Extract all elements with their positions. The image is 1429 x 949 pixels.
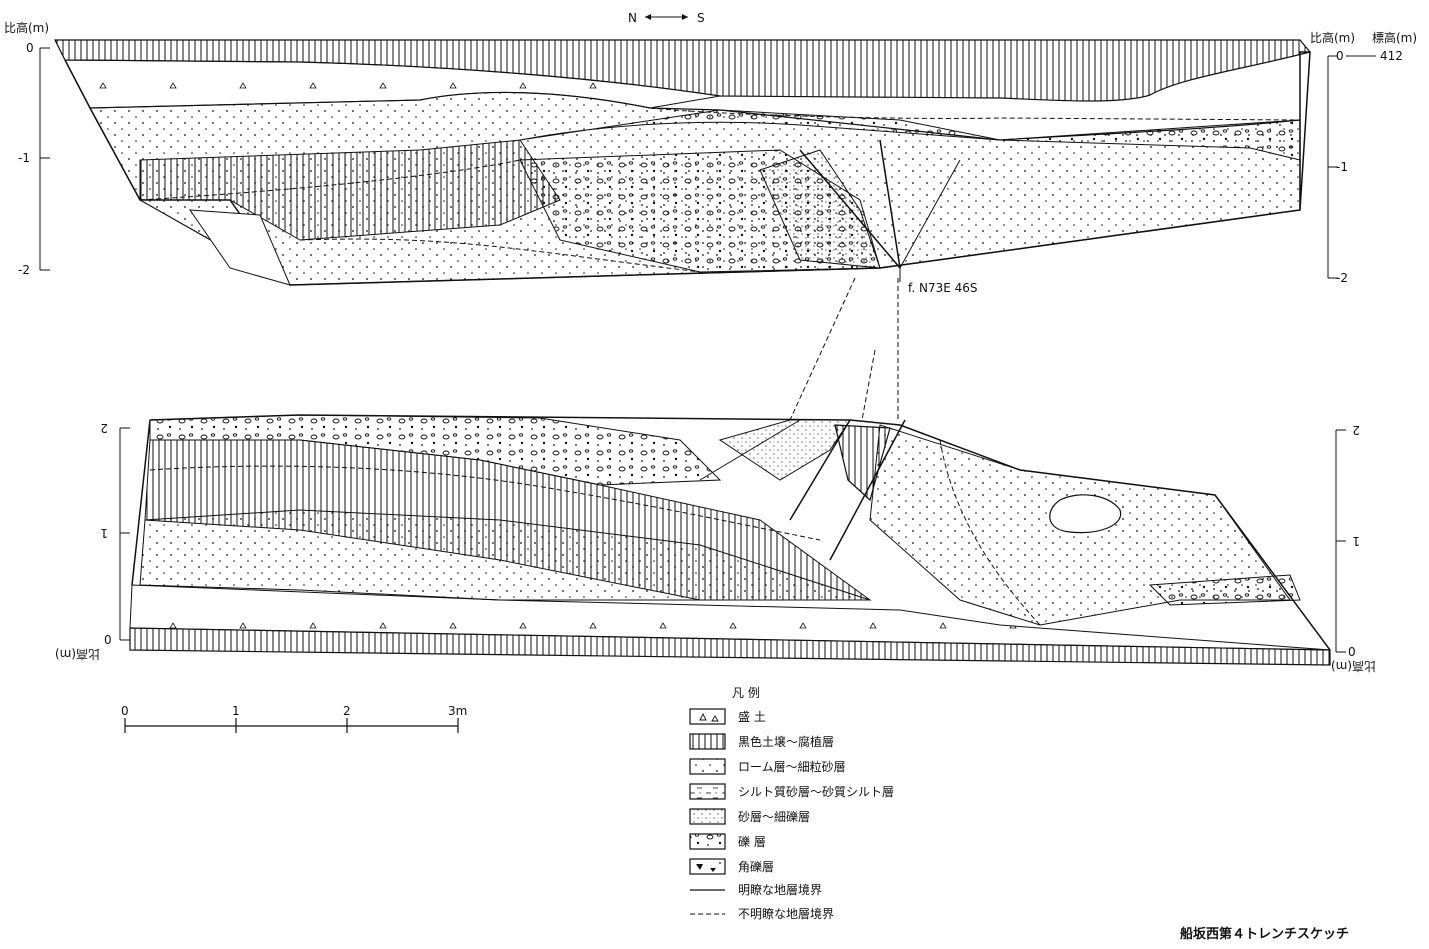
fill-soil-lens bbox=[1049, 494, 1122, 534]
left-axis-title: 比高(m) bbox=[4, 20, 49, 35]
elevation-value: 412 bbox=[1380, 49, 1403, 63]
legend-label: シルト質砂層～砂質シルト層 bbox=[738, 784, 894, 799]
right-axis-title: 比高(m) bbox=[1331, 659, 1376, 674]
correlation-line bbox=[861, 349, 876, 421]
axis-tick-label: -1 bbox=[18, 151, 30, 165]
correlation-line bbox=[789, 277, 856, 421]
figure-title: 船坂西第４トレンチスケッチ bbox=[1180, 926, 1349, 942]
legend-label: 礫 層 bbox=[738, 834, 766, 849]
legend-label: 黒色土壌～腐植層 bbox=[738, 734, 834, 749]
axis-tick-label: -2 bbox=[1336, 271, 1348, 285]
legend-title: 凡 例 bbox=[732, 686, 760, 700]
fill-soil-lens bbox=[188, 209, 291, 286]
right-axis-title: 比高(m) bbox=[1310, 30, 1355, 45]
legend-swatch-silty-sand bbox=[689, 783, 726, 800]
axis-tick-label: 1 bbox=[1352, 534, 1360, 548]
indistinct-boundary bbox=[139, 159, 521, 201]
legend-swatch-angular-gravel bbox=[689, 858, 726, 875]
fault-line bbox=[789, 419, 851, 521]
fault-label: f. N73E 46S bbox=[908, 281, 978, 295]
legend-label: ローム層～細粒砂層 bbox=[738, 759, 846, 774]
legend-label: 明瞭な地層境界 bbox=[738, 882, 822, 897]
legend-label: 角礫層 bbox=[738, 859, 774, 874]
legend-swatch-loam bbox=[689, 758, 726, 775]
elevation-axis-title: 標高(m) bbox=[1372, 30, 1417, 45]
legend-swatch-sand bbox=[689, 808, 726, 825]
axis-tick-label: -1 bbox=[1336, 160, 1348, 174]
legend: 凡 例 盛 土 黒色土壌～腐植層 ローム層～細粒砂層 シルト質砂層～砂質シルト層… bbox=[689, 686, 894, 921]
fault-line bbox=[699, 419, 801, 481]
axis-tick-label: -2 bbox=[18, 263, 30, 277]
buried-humus-layer bbox=[139, 139, 561, 241]
legend-swatch-gravel bbox=[689, 833, 726, 850]
indistinct-boundary bbox=[939, 439, 1041, 626]
fault-line bbox=[799, 149, 901, 269]
gravel-layer-upper bbox=[519, 109, 1301, 161]
lower-trench-section: 2 1 0 比高(m) 2 1 0 比高(m) bbox=[55, 414, 1376, 674]
fault-line bbox=[829, 419, 906, 561]
axis-tick-label: 0 bbox=[1348, 645, 1356, 659]
sand-wedge bbox=[759, 149, 881, 269]
scale-tick-label: 0 bbox=[121, 704, 129, 718]
axis-tick-label: 2 bbox=[1352, 423, 1360, 437]
arrow-right-icon bbox=[682, 14, 688, 20]
scale-tick-label: 3m bbox=[448, 704, 467, 718]
axis-tick-label: 1 bbox=[100, 526, 108, 540]
fault-line bbox=[899, 159, 961, 269]
legend-label: 不明瞭な地層境界 bbox=[738, 906, 834, 921]
legend-swatch-black-soil bbox=[689, 733, 726, 750]
fault-line bbox=[879, 139, 901, 269]
hatched-block bbox=[834, 424, 891, 502]
legend-swatch-fill-soil bbox=[689, 708, 726, 725]
compass-south-label: S bbox=[697, 11, 705, 25]
compass: N S bbox=[628, 11, 705, 25]
indistinct-boundary bbox=[299, 238, 701, 273]
indistinct-boundary bbox=[649, 107, 1301, 121]
arrow-left-icon bbox=[645, 14, 651, 20]
left-axis-title: 比高(m) bbox=[55, 647, 100, 662]
axis-tick-label: 0 bbox=[26, 41, 34, 55]
scale-tick-label: 2 bbox=[343, 704, 351, 718]
legend-label: 盛 土 bbox=[738, 709, 766, 724]
scale-bar: 0 1 2 3m bbox=[121, 704, 467, 733]
axis-tick-label: 2 bbox=[100, 421, 108, 435]
legend-label: 砂層～細礫層 bbox=[738, 809, 810, 824]
gravel-pocket bbox=[1148, 574, 1301, 606]
upper-trench-section: 比高(m) 0 -1 -2 比高(m) 標高(m) 0 -1 -2 412 bbox=[4, 20, 1417, 286]
axis-tick-label: 0 bbox=[104, 633, 112, 647]
scale-tick-label: 1 bbox=[232, 704, 240, 718]
indistinct-boundary bbox=[149, 465, 821, 541]
compass-north-label: N bbox=[628, 11, 637, 25]
loam-layer-lower bbox=[139, 509, 871, 601]
axis-tick-label: 0 bbox=[1336, 49, 1344, 63]
